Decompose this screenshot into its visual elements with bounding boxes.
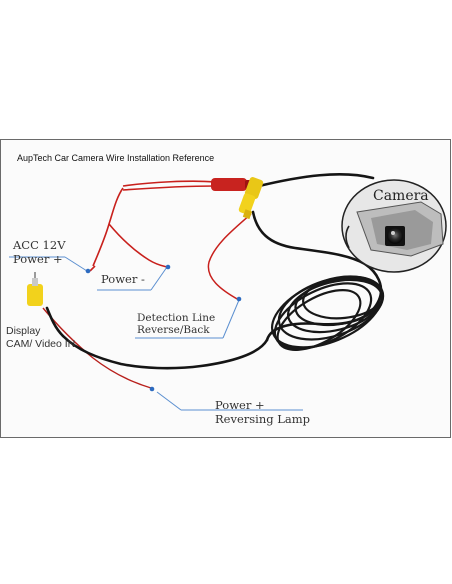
label-display: Display: [6, 325, 41, 337]
yellow-rca-left: [27, 272, 43, 306]
red-power-wire: [89, 180, 216, 272]
camera-inset: [341, 179, 447, 273]
label-video-in: CAM/ Video IN: [6, 338, 76, 350]
label-reverse-back: Reverse/Back: [137, 324, 210, 336]
yellow-rca-top: [238, 177, 264, 220]
label-acc-12v: ACC 12V: [13, 238, 66, 252]
detection-wire: [207, 213, 252, 301]
label-power-minus: Power -: [101, 272, 145, 286]
diagram-title: AupTech Car Camera Wire Installation Ref…: [17, 153, 215, 163]
cable-coil: [270, 275, 385, 351]
red-plug: [211, 178, 247, 191]
wiring-diagram: [9, 173, 447, 411]
label-detection-line: Detection Line: [137, 312, 216, 324]
diagram-frame: AupTech Car Camera Wire Installation Ref…: [0, 139, 451, 438]
pointer-dots: [85, 264, 242, 392]
label-reversing-lamp: Reversing Lamp: [215, 412, 311, 426]
label-power-plus: Power +: [215, 398, 265, 412]
video-red-wire: [42, 307, 152, 389]
label-pointers: [9, 256, 303, 411]
label-camera: Camera: [373, 188, 429, 204]
label-acc-power-plus: Power +: [13, 252, 63, 266]
